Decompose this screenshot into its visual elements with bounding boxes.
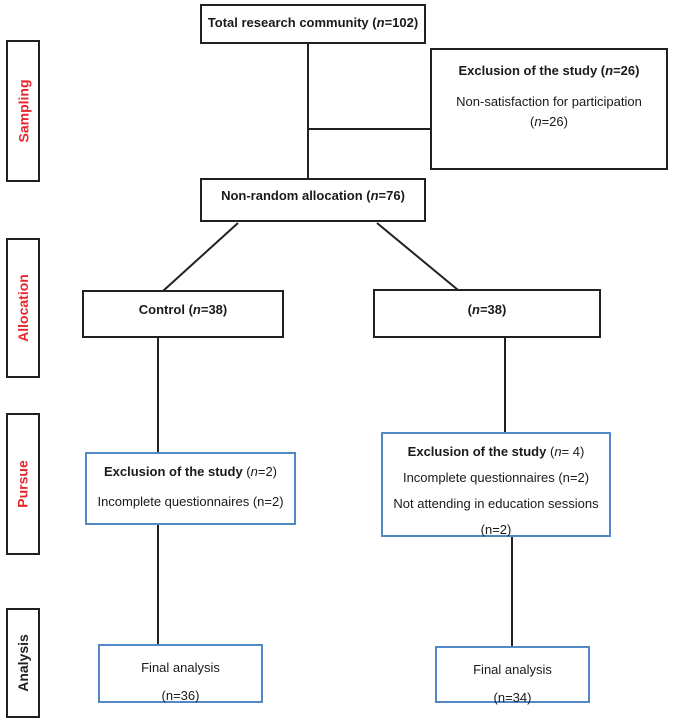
exclusion-sampling-title: Exclusion of the study (n=26) bbox=[432, 61, 666, 81]
label-part: =76) bbox=[378, 188, 405, 203]
final-control-label: Final analysis bbox=[100, 654, 261, 682]
label-part: Incomplete questionnaires (n=2) bbox=[402, 470, 590, 485]
label-part: (n=34) bbox=[493, 690, 532, 705]
stage-box-sampling: Sampling bbox=[6, 40, 40, 182]
stage-label-allocation: Allocation bbox=[15, 274, 32, 342]
label-part: =38) bbox=[479, 302, 507, 317]
box-exclusion-intervention: Exclusion of the study (n= 4) Incomplete… bbox=[381, 432, 611, 537]
box-total-research-community: Total research community (n=102) bbox=[200, 4, 426, 44]
box-non-random-allocation: Non-random allocation (n=76) bbox=[200, 178, 426, 222]
label-part: ( bbox=[530, 114, 535, 129]
label-part: ( bbox=[549, 444, 555, 459]
exclusion-sampling-count: (n=26) bbox=[432, 112, 666, 132]
exclusion-control-title: Exclusion of the study (n=2) bbox=[87, 462, 294, 482]
exclusion-intervention-reason-1: Incomplete questionnaires (n=2) bbox=[383, 465, 609, 491]
label-part: = 4) bbox=[561, 444, 585, 459]
label-part: (n=36) bbox=[161, 688, 200, 703]
label-part: (n=2) bbox=[480, 522, 512, 537]
final-intervention-count: (n=34) bbox=[437, 684, 588, 712]
label-part: Total research community ( bbox=[207, 15, 377, 30]
box-final-analysis-intervention: Final analysis (n=34) bbox=[435, 646, 590, 705]
label-part: Final analysis bbox=[141, 660, 220, 675]
exclusion-intervention-count: (n=2) bbox=[383, 517, 609, 543]
label-part: =26) bbox=[541, 114, 568, 129]
connector-allocation-to-intervention bbox=[376, 222, 459, 291]
label-part: =2) bbox=[257, 464, 278, 479]
label-part: Exclusion of the study ( bbox=[458, 63, 606, 78]
label-part: ( bbox=[467, 302, 472, 317]
exclusion-intervention-reason-2: Not attending in education sessions bbox=[383, 491, 609, 517]
label-part-n: n bbox=[376, 15, 385, 30]
allocation-label: Non-random allocation (n=76) bbox=[202, 186, 424, 206]
stage-box-pursue: Pursue bbox=[6, 413, 40, 555]
label-part: Final analysis bbox=[473, 662, 552, 677]
stage-label-pursue: Pursue bbox=[15, 460, 31, 508]
label-part: =26) bbox=[613, 63, 640, 78]
label-part: Non-random allocation ( bbox=[221, 188, 371, 203]
label-part: Exclusion of the study bbox=[103, 464, 247, 479]
box-final-analysis-control: Final analysis (n=36) bbox=[98, 644, 263, 703]
box-intervention-group: (n=38) bbox=[373, 289, 601, 338]
label-part-n: n bbox=[554, 444, 562, 459]
box-control-group: Control (n=38) bbox=[82, 290, 284, 338]
label-part: =38) bbox=[200, 302, 228, 317]
intervention-label: (n=38) bbox=[375, 300, 599, 320]
final-intervention-label: Final analysis bbox=[437, 656, 588, 684]
label-part-n: n bbox=[250, 464, 258, 479]
exclusion-control-reason: Incomplete questionnaires (n=2) bbox=[87, 492, 294, 512]
stage-label-analysis: Analysis bbox=[15, 634, 31, 692]
exclusion-sampling-reason: Non-satisfaction for participation bbox=[432, 92, 666, 112]
label-part-n: n bbox=[472, 302, 480, 317]
total-label: Total research community (n=102) bbox=[202, 13, 424, 33]
label-part: Control ( bbox=[138, 302, 193, 317]
final-control-count: (n=36) bbox=[100, 682, 261, 710]
control-label: Control (n=38) bbox=[84, 300, 282, 320]
box-exclusion-sampling: Exclusion of the study (n=26) Non-satisf… bbox=[430, 48, 668, 170]
label-part-n: n bbox=[192, 302, 201, 317]
label-part-n: n bbox=[605, 63, 614, 78]
stage-box-analysis: Analysis bbox=[6, 608, 40, 718]
label-part: Not attending in education sessions bbox=[393, 496, 599, 511]
connector-allocation-to-control bbox=[162, 222, 239, 292]
label-part: Exclusion of the study bbox=[407, 444, 550, 459]
box-exclusion-control: Exclusion of the study (n=2) Incomplete … bbox=[85, 452, 296, 525]
stage-label-sampling: Sampling bbox=[15, 79, 32, 143]
label-part: ( bbox=[246, 464, 251, 479]
label-part: Non-satisfaction for participation bbox=[456, 94, 642, 109]
stage-box-allocation: Allocation bbox=[6, 238, 40, 378]
label-part-n: n bbox=[370, 188, 379, 203]
exclusion-intervention-title: Exclusion of the study (n= 4) bbox=[383, 439, 609, 465]
label-part: Incomplete questionnaires (n=2) bbox=[97, 494, 284, 509]
label-part-n: n bbox=[534, 114, 542, 129]
label-part: =102) bbox=[384, 15, 419, 30]
